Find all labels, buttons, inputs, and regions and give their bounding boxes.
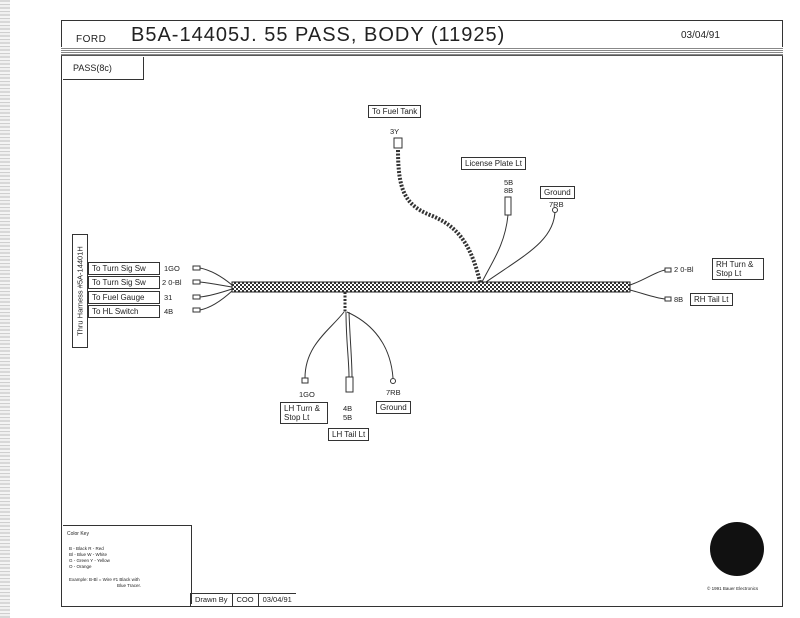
color-key-example-2: Blue Tracer.	[117, 583, 142, 588]
main-harness-trunk	[231, 281, 631, 293]
color-key-line-4: O - Orange	[69, 564, 92, 569]
left-plugs	[192, 265, 201, 313]
license-plate-code-1: 5B	[504, 178, 514, 187]
lh-tail-wire	[345, 311, 350, 378]
pass-label-box: PASS(8c)	[63, 57, 144, 80]
left-connector-1: To Turn Sig Sw	[88, 262, 160, 275]
bottom-ground-code: 7RB	[386, 388, 401, 397]
drawn-by-initials: COO	[231, 594, 258, 606]
drawn-by-date: 03/04/91	[257, 594, 296, 606]
fuel-tank-code: 3Y	[390, 127, 400, 136]
left-connector-4-code: 4B	[164, 307, 174, 316]
make-label: FORD	[76, 34, 107, 45]
right-connector-2-code: 8B	[674, 295, 684, 304]
lh-tail-code-1: 4B	[343, 404, 353, 413]
drawn-by-box: Drawn By COO 03/04/91	[190, 593, 296, 606]
license-plate-wire	[481, 214, 509, 283]
color-key-title: Color Key	[67, 531, 89, 537]
color-key-box: Color Key B - Black R - Red Bl - Blue W …	[63, 525, 192, 604]
left-connector-4: To HL Switch	[88, 305, 160, 318]
ink-blot	[710, 522, 764, 576]
left-wire-3	[199, 288, 233, 298]
left-connector-3-code: 31	[164, 293, 173, 302]
color-key-example-1: Example: B-Bl = Wire #1 Black with	[69, 577, 140, 582]
lh-turn-label: LH Turn & Stop Lt	[280, 402, 328, 424]
top-ground-label: Ground	[540, 186, 575, 199]
right-wire-1	[629, 269, 666, 286]
scan-edge	[0, 0, 10, 618]
left-connector-3: To Fuel Gauge	[88, 291, 160, 304]
left-wire-4	[199, 290, 233, 311]
left-wire-2	[199, 281, 233, 288]
fuel-tank-label: To Fuel Tank	[368, 105, 422, 118]
lh-tail-label: LH Tail Lt	[328, 428, 370, 441]
license-plate-code-2: 8B	[504, 186, 514, 195]
right-wire-2	[629, 289, 666, 300]
right-connector-1: RH Turn & Stop Lt	[712, 258, 764, 280]
bottom-ground-wire	[346, 311, 394, 379]
bottom-ground-label: Ground	[376, 401, 411, 414]
through-harness-box: Thru Harness #5A-14401H	[72, 234, 88, 348]
right-connector-1-code: 2 0-Bl	[674, 265, 694, 274]
left-connector-1-code: 1GO	[164, 264, 180, 273]
lh-tail-code-2: 5B	[343, 413, 353, 422]
top-ground-wire	[485, 209, 556, 283]
drawing-sheet	[61, 20, 783, 607]
left-connector-2: To Turn Sig Sw	[88, 276, 160, 289]
drawn-by-label: Drawn By	[190, 594, 232, 606]
copyright-text: © 1991 Bauer Electronics	[707, 586, 759, 591]
drawing-title: B5A-14405J. 55 PASS, BODY (11925)	[131, 24, 506, 46]
drawing-date: 03/04/91	[681, 30, 720, 41]
right-connector-2: RH Tail Lt	[690, 293, 733, 306]
fuel-tank-branch	[396, 149, 482, 283]
lh-turn-wire	[304, 311, 345, 379]
top-ground-code: 7RB	[549, 200, 564, 209]
pass-label: PASS(8c)	[73, 63, 112, 73]
left-wire-1	[199, 267, 233, 286]
through-harness-label: Thru Harness #5A-14401H	[75, 246, 85, 336]
lh-turn-code: 1GO	[299, 390, 315, 399]
left-connector-2-code: 2 0-Bl	[162, 278, 182, 287]
color-key-line-2: Bl - Blue W - White	[69, 552, 108, 557]
color-key-line-1: B - Black R - Red	[69, 546, 104, 551]
title-rule	[61, 47, 783, 56]
color-key-line-3: G - Green Y - Yellow	[69, 558, 110, 563]
license-plate-label: License Plate Lt	[461, 157, 526, 170]
